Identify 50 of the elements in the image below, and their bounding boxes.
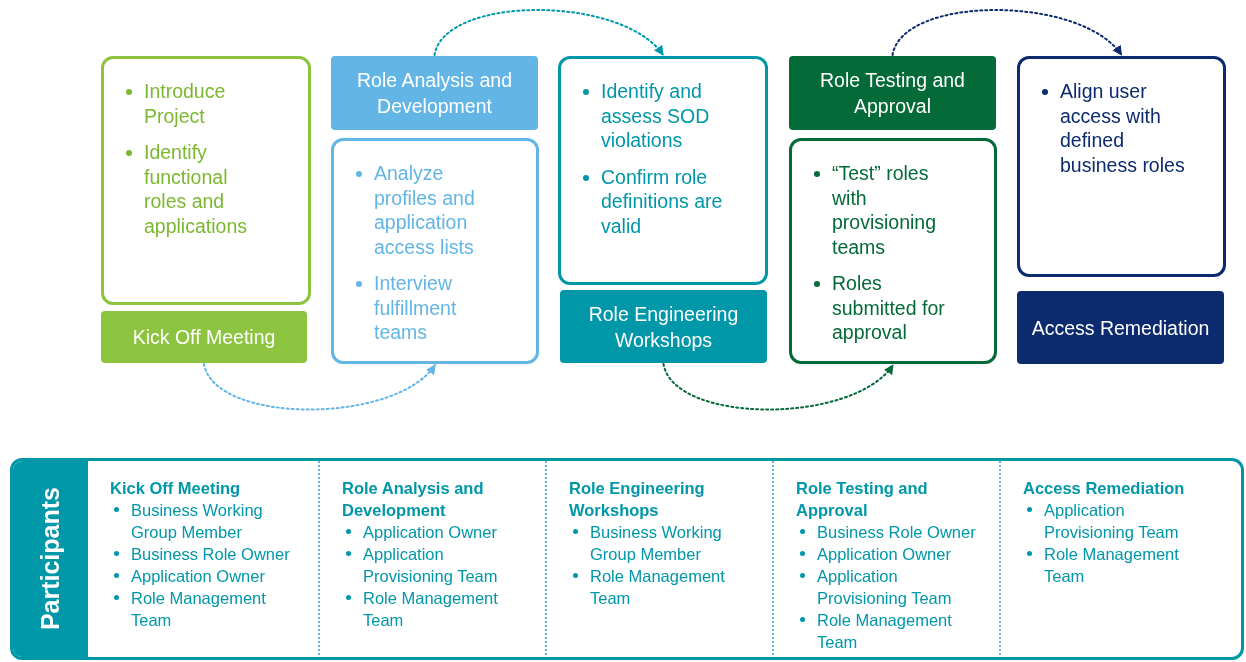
dotted-arrow [662,363,894,411]
participant-item: Application Owner [363,522,498,543]
participant-item: Role Management Team [363,588,499,631]
task-card [1017,56,1226,277]
participant-item: Application Owner [817,544,952,565]
column-heading: Role Engineering Workshops [569,478,706,521]
task-card [789,138,997,364]
bullet-item: Interview fulfillment teams [374,271,458,345]
stage-label [101,311,307,363]
bullet-item: Identify functional roles and applications [144,140,248,238]
stage-title: Kick Off Meeting [132,325,276,350]
participant-item: Application Provisioning Team [363,544,499,587]
participant-item: Role Management Team [817,610,953,653]
participant-item: Role Management Team [590,566,726,609]
participant-item: Application Owner [131,566,266,587]
stage-title: Role Engineering Workshops [587,301,740,353]
bullet-item: “Test” roles with provisioning teams [832,161,938,259]
bullet-item: Identify and assess SOD violations [601,79,711,153]
bullet-item: Confirm role definitions are valid [601,164,724,238]
participant-item: Application Provisioning Team [1044,500,1180,543]
dotted-arrow [891,9,1123,56]
participant-item: Business Working Group Member [590,522,723,565]
dotted-arrow [433,9,664,56]
participant-item: Role Management Team [1044,544,1180,587]
column-heading: Kick Off Meeting [110,478,242,499]
stage-title: Role Analysis and Development [356,68,513,119]
stage-label [560,290,767,363]
bullet-item: Align user access with defined business roles [1060,79,1186,177]
column-heading: Role Analysis and Development [342,478,485,521]
dotted-arrow [203,363,436,411]
participant-item: Role Management Team [131,588,267,631]
participant-item: Application Provisioning Team [817,566,953,609]
column-heading: Access Remediation [1023,478,1186,499]
panel-title: Participants [34,487,65,631]
task-card [331,138,539,364]
task-card [558,56,768,285]
stage-label [331,56,538,130]
stage-title: Access Remediation [1031,315,1210,341]
participant-item: Business Role Owner [817,522,977,543]
stage-label [789,56,996,130]
task-card [101,56,311,305]
stage-title: Role Testing and Approval [819,68,966,119]
bullet-item: Introduce Project [144,79,227,128]
participants-panel [10,458,1244,660]
participant-item: Business Working Group Member [131,500,264,543]
bullet-item: Analyze profiles and application access lists [374,161,476,259]
participant-item: Business Role Owner [131,544,291,565]
bullet-item: Roles submitted for approval [832,271,946,345]
column-heading: Role Testing and Approval [796,478,929,521]
stage-label [1017,291,1224,364]
